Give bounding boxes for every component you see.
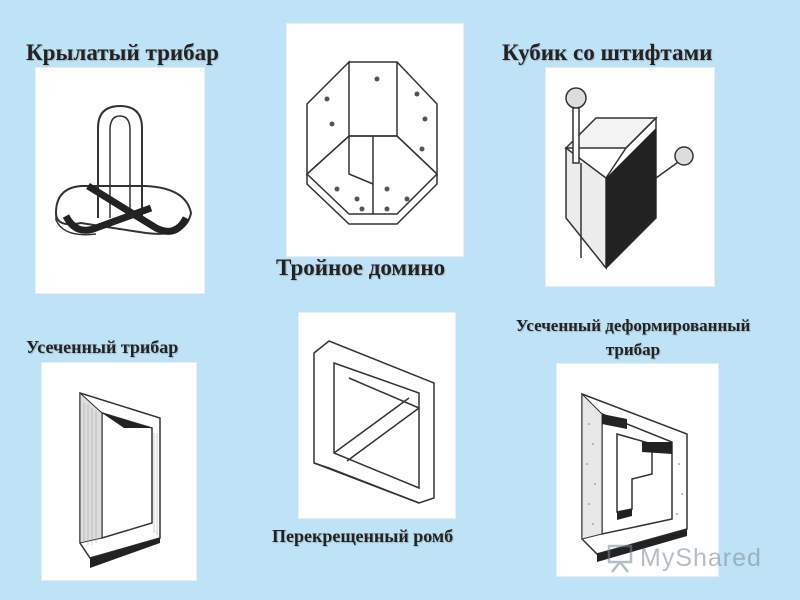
truncated-tribar-drawing [79, 391, 161, 568]
watermark: MyShared [606, 538, 776, 578]
caption-triple-domino: Тройное домино [276, 255, 446, 280]
caption-truncated-deformed-tribar: Усеченный деформированный трибар [488, 314, 778, 362]
caption-crossed-rhombus: Перекрещенный ромб [272, 526, 454, 546]
crossed-rhombus-drawing [313, 340, 435, 504]
cube-with-pins-drawing [564, 87, 694, 271]
watermark-text: MyShared [640, 543, 762, 572]
caption-truncated-tribar: Усеченный трибар [26, 337, 179, 357]
caption-line-1: Усеченный деформированный [515, 316, 751, 335]
figure-triple-domino [287, 24, 463, 256]
figure-truncated-deformed-tribar [557, 364, 718, 576]
figure-cube-with-pins [546, 68, 714, 286]
presentation-board-icon [607, 544, 633, 573]
caption-winged-tribar: Крылатый трибар [26, 40, 219, 65]
winged-tribar-drawing [54, 104, 193, 236]
truncated-deformed-tribar-drawing [581, 392, 688, 562]
figure-crossed-rhombus [299, 313, 455, 518]
caption-cube-with-pins: Кубик со штифтами [502, 40, 713, 65]
triple-domino-drawing [305, 60, 439, 225]
figure-truncated-tribar [42, 363, 196, 580]
figure-winged-tribar [36, 68, 204, 293]
caption-line-2: трибар [605, 340, 661, 359]
